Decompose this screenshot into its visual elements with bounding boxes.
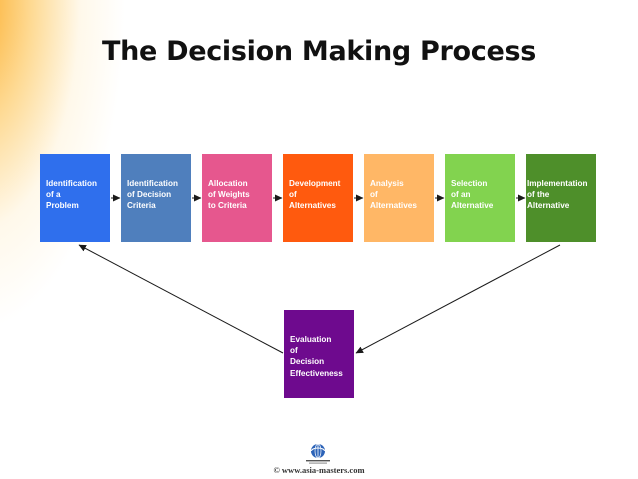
page-title: The Decision Making Process	[101, 36, 537, 67]
step-identification-problem: Identification of a Problem	[40, 154, 110, 242]
arrow-evaluation-to-identification	[78, 244, 284, 354]
step-analysis-alternatives: Analysis of Alternatives	[364, 154, 434, 242]
globe-logo-icon	[306, 443, 330, 464]
copyright-text: © www.asia-masters.com	[273, 465, 365, 475]
step-identification-criteria: Identification of Decision Criteria	[121, 154, 191, 242]
step-evaluation-effectiveness: Evaluation of Decision Effectiveness	[284, 310, 354, 398]
step-selection-alternative: Selection of an Alternative	[445, 154, 515, 242]
step-development-alternatives: Development of Alternatives	[283, 154, 353, 242]
arrow-implementation-to-evaluation	[355, 244, 561, 354]
step-implementation-alternative: Implementation of the Alternative	[526, 154, 596, 242]
step-allocation-weights: Allocation of Weights to Criteria	[202, 154, 272, 242]
